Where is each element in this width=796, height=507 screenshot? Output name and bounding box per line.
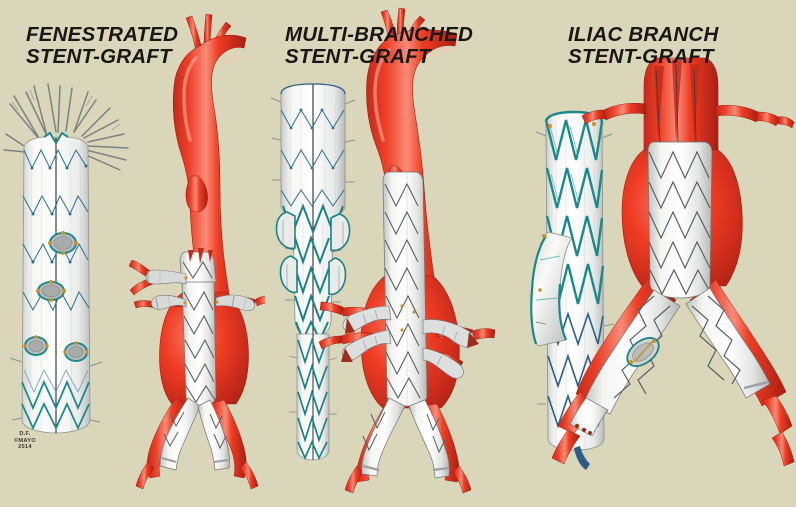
bridging-stent — [145, 269, 188, 285]
bridging-stent — [215, 294, 256, 312]
fenestrated-artwork — [0, 0, 265, 507]
proximal-scallop — [43, 131, 69, 145]
branch-cuff — [275, 211, 296, 250]
bridging-branch-stents — [341, 305, 479, 379]
fenestration — [23, 335, 49, 356]
bridging-stent — [342, 305, 392, 334]
graft-stent-wires — [648, 150, 711, 296]
suture-knots — [30, 164, 88, 264]
renal-arteries — [581, 103, 795, 129]
fenestration — [63, 341, 89, 362]
graft-limb-left — [361, 397, 406, 477]
deployed-fenestrated-graft — [181, 271, 217, 407]
device-top-markers — [548, 122, 596, 128]
graft-limb-right — [197, 399, 230, 471]
iliac-branch-device-group — [530, 110, 615, 470]
bridging-stents — [145, 269, 256, 312]
graft-limb-right — [408, 399, 450, 479]
stent-suture-rows — [22, 148, 90, 312]
fenestration — [48, 231, 78, 255]
fenestrated-anatomy-group — [128, 13, 265, 490]
multi-branched-device-group — [270, 83, 356, 461]
distal-barbs — [9, 357, 103, 423]
deployed-aortic-graft — [647, 141, 713, 299]
fenestrated-device-group — [3, 83, 129, 434]
aortic-flow-shading — [188, 248, 213, 264]
iliac-branch-artwork — [530, 0, 796, 507]
panel-iliac-branch: ILIAC BRANCH STENT-GRAFT — [530, 0, 796, 507]
graft-stent-wires — [182, 260, 216, 404]
deployed-multi-branched-graft — [382, 171, 428, 407]
iliac-arteries — [344, 401, 472, 494]
suprarenal-barbs — [3, 83, 129, 171]
iliac-branch-anatomy-group — [551, 57, 795, 467]
graft-markers — [400, 304, 416, 332]
device-side-branch — [530, 231, 573, 347]
branch-cuff — [328, 257, 347, 296]
branch-cuff — [330, 213, 351, 252]
panel-multi-branched: MULTI-BRANCHED STENT-GRAFT — [265, 0, 530, 507]
external-iliac-extension — [569, 397, 609, 437]
graft-limb-left — [159, 397, 201, 471]
device-distal-tail — [574, 446, 590, 470]
multi-branched-artwork — [265, 0, 530, 507]
bridging-stent — [422, 347, 464, 379]
branch-cuff — [279, 255, 298, 294]
artist-credit: D.F. ©MAYO 2014 — [14, 431, 36, 451]
panel-fenestrated: FENESTRATED STENT-GRAFT — [0, 0, 265, 507]
device-branch-cuffs — [275, 211, 351, 296]
fenestration-group — [23, 231, 89, 362]
distal-z-stents — [21, 379, 90, 431]
fenestration — [36, 280, 66, 302]
bridging-stent — [341, 329, 392, 362]
bridging-stent — [150, 294, 187, 310]
internal-iliac-branch-orifice — [626, 337, 660, 367]
multi-branched-anatomy-group — [318, 7, 496, 494]
bridging-stent — [422, 319, 479, 348]
distal-flow-dots — [574, 423, 592, 435]
branch-orifice-markers — [538, 234, 546, 292]
graft-stent-wires — [384, 182, 421, 400]
iliac-branch-limb-right — [685, 287, 771, 399]
